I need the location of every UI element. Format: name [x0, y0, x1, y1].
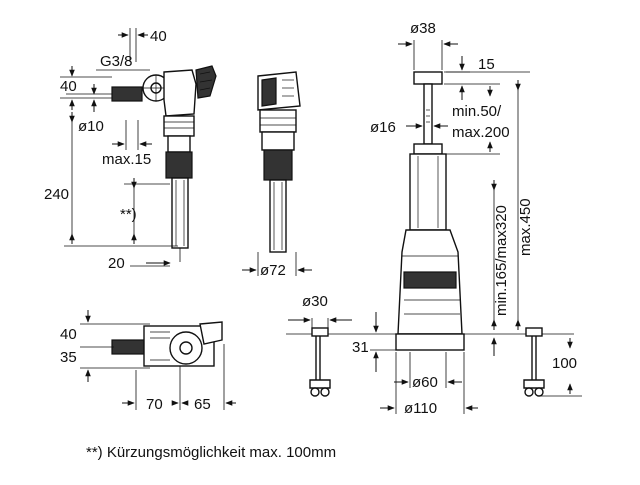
- label-20: 20: [108, 255, 125, 272]
- label-min50: min.50/: [452, 103, 502, 120]
- label-40-top-view: 40: [60, 326, 77, 343]
- push-button: [413, 71, 443, 85]
- label-g38: G3/8: [100, 53, 133, 70]
- valve-rod: [423, 83, 433, 145]
- label-max200: max.200: [452, 124, 510, 141]
- label-31: 31: [352, 339, 369, 356]
- valve-body: [165, 151, 193, 179]
- label-70: 70: [146, 396, 163, 413]
- label-15: 15: [478, 56, 495, 73]
- label-min165-max320: min.165/max320: [493, 205, 510, 316]
- fill-valve-front-view: [111, 65, 217, 262]
- right-mounting-bolt: [523, 327, 545, 397]
- front-view-dimensions: 40 G3/8 40 ø10 max.15 240 **): [44, 28, 178, 272]
- footnote-shortening: **) Kürzungsmöglichkeit max. 100mm: [86, 444, 337, 461]
- label-max15: max.15: [102, 151, 151, 168]
- left-mounting-bolt: [309, 327, 331, 397]
- label-65: 65: [194, 396, 211, 413]
- label-d30: ø30: [302, 293, 328, 310]
- top-view-dimensions: 40 35 70 65: [60, 310, 236, 413]
- flush-valve-dimensions: ø38 15 min.50/ max.200 ø16 min.165/max32…: [288, 20, 582, 417]
- label-shortening: **): [120, 206, 137, 223]
- side-thread: [259, 109, 297, 133]
- valve-lever: [195, 65, 217, 99]
- thread-nut: [163, 115, 195, 137]
- valve-seat: [395, 333, 465, 351]
- label-35: 35: [60, 349, 77, 366]
- flush-valve: [395, 71, 465, 351]
- side-body: [263, 149, 293, 181]
- valve-tube: [171, 177, 189, 249]
- label-d10: ø10: [78, 118, 104, 135]
- side-tube: [269, 179, 287, 253]
- side-view-dimensions: ø72: [242, 252, 312, 279]
- overflow-tube: [409, 153, 447, 231]
- label-40-left: 40: [60, 78, 77, 95]
- fill-valve-side-view: [257, 71, 301, 253]
- inlet-connector: [111, 86, 143, 102]
- label-100: 100: [552, 355, 577, 372]
- valve-head: [163, 69, 197, 117]
- label-d72: ø72: [260, 262, 286, 279]
- label-d110: ø110: [404, 400, 437, 417]
- label-240: 240: [44, 186, 69, 203]
- label-40-top: 40: [150, 28, 167, 45]
- fill-valve-top-view: [111, 321, 223, 367]
- label-d16: ø16: [370, 119, 396, 136]
- label-d38: ø38: [410, 20, 436, 37]
- label-max450: max.450: [517, 198, 534, 256]
- label-d60: ø60: [412, 374, 438, 391]
